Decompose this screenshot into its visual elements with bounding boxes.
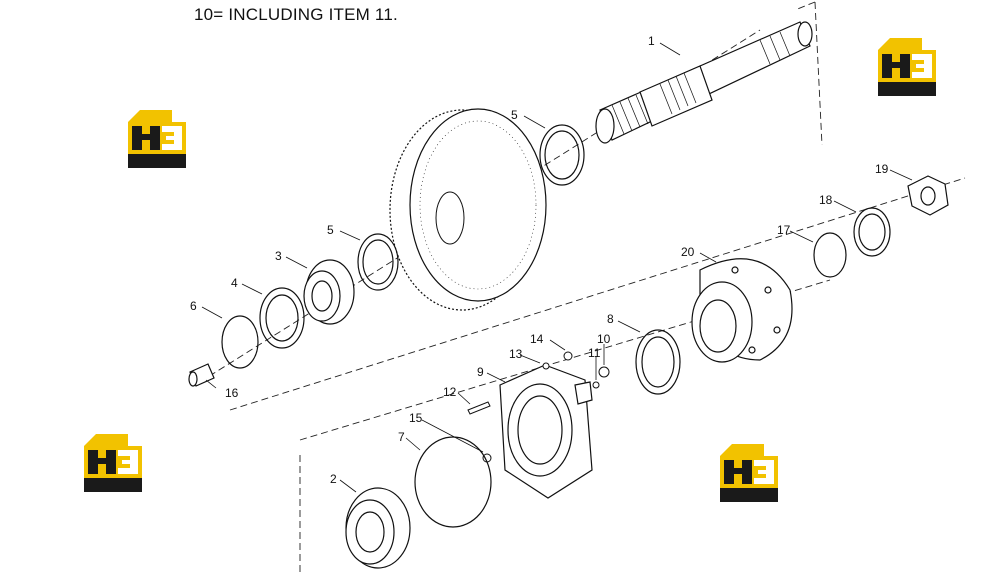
o-ring-item-17 <box>813 232 847 278</box>
label-item-9: 9 <box>477 365 484 379</box>
leader-lines <box>201 42 913 493</box>
snap-ring-item-5-lower <box>357 233 399 291</box>
diagram-note: 10= INCLUDING ITEM 11. <box>194 5 398 24</box>
label-item-14: 14 <box>530 332 544 346</box>
watermark-logo <box>128 110 186 168</box>
bearing-item-3 <box>303 259 355 325</box>
snap-ring-item-5-upper <box>539 124 585 186</box>
watermark-logo <box>84 434 142 492</box>
ring-item-4 <box>259 287 305 349</box>
housing-item-20 <box>691 258 793 363</box>
o-ring-item-7 <box>414 436 492 528</box>
seal-item-8 <box>635 329 681 395</box>
small-parts <box>467 351 610 463</box>
label-item-20: 20 <box>681 245 695 259</box>
ring-item-18 <box>853 207 891 257</box>
gear <box>389 108 547 311</box>
label-item-18: 18 <box>819 193 833 207</box>
bearing-item-2 <box>345 487 411 569</box>
plug-item-10 <box>598 366 610 378</box>
label-item-3: 3 <box>275 249 282 263</box>
label-item-6: 6 <box>190 299 197 313</box>
cover-item-9 <box>499 364 593 499</box>
label-item-15: 15 <box>409 411 423 425</box>
roller-item-16 <box>188 363 215 387</box>
label-item-1: 1 <box>648 34 655 48</box>
label-item-11: 11 <box>588 346 601 360</box>
snap-ring-item-6 <box>221 315 259 369</box>
ball-item-14 <box>563 351 573 361</box>
watermark-logo <box>720 444 778 502</box>
label-item-19: 19 <box>875 162 889 176</box>
item-labels: 1 2 3 4 5 5 6 7 8 9 10 11 12 13 14 15 16… <box>190 34 889 486</box>
label-item-5-upper: 5 <box>511 108 518 122</box>
label-item-13: 13 <box>509 347 523 361</box>
shaft-item-1 <box>595 21 813 144</box>
label-item-7: 7 <box>398 430 405 444</box>
label-item-5-lower: 5 <box>327 223 334 237</box>
label-item-17: 17 <box>777 223 791 237</box>
pin-item-12 <box>467 401 491 415</box>
nut-item-19 <box>907 175 949 216</box>
label-item-8: 8 <box>607 312 614 326</box>
ball-item-11 <box>592 381 600 389</box>
watermark-logo <box>878 38 936 96</box>
label-item-10: 10 <box>597 332 611 346</box>
label-item-2: 2 <box>330 472 337 486</box>
label-item-16: 16 <box>225 386 239 400</box>
label-item-4: 4 <box>231 276 238 290</box>
o-ring-item-13 <box>542 362 550 370</box>
label-item-12: 12 <box>443 385 457 399</box>
